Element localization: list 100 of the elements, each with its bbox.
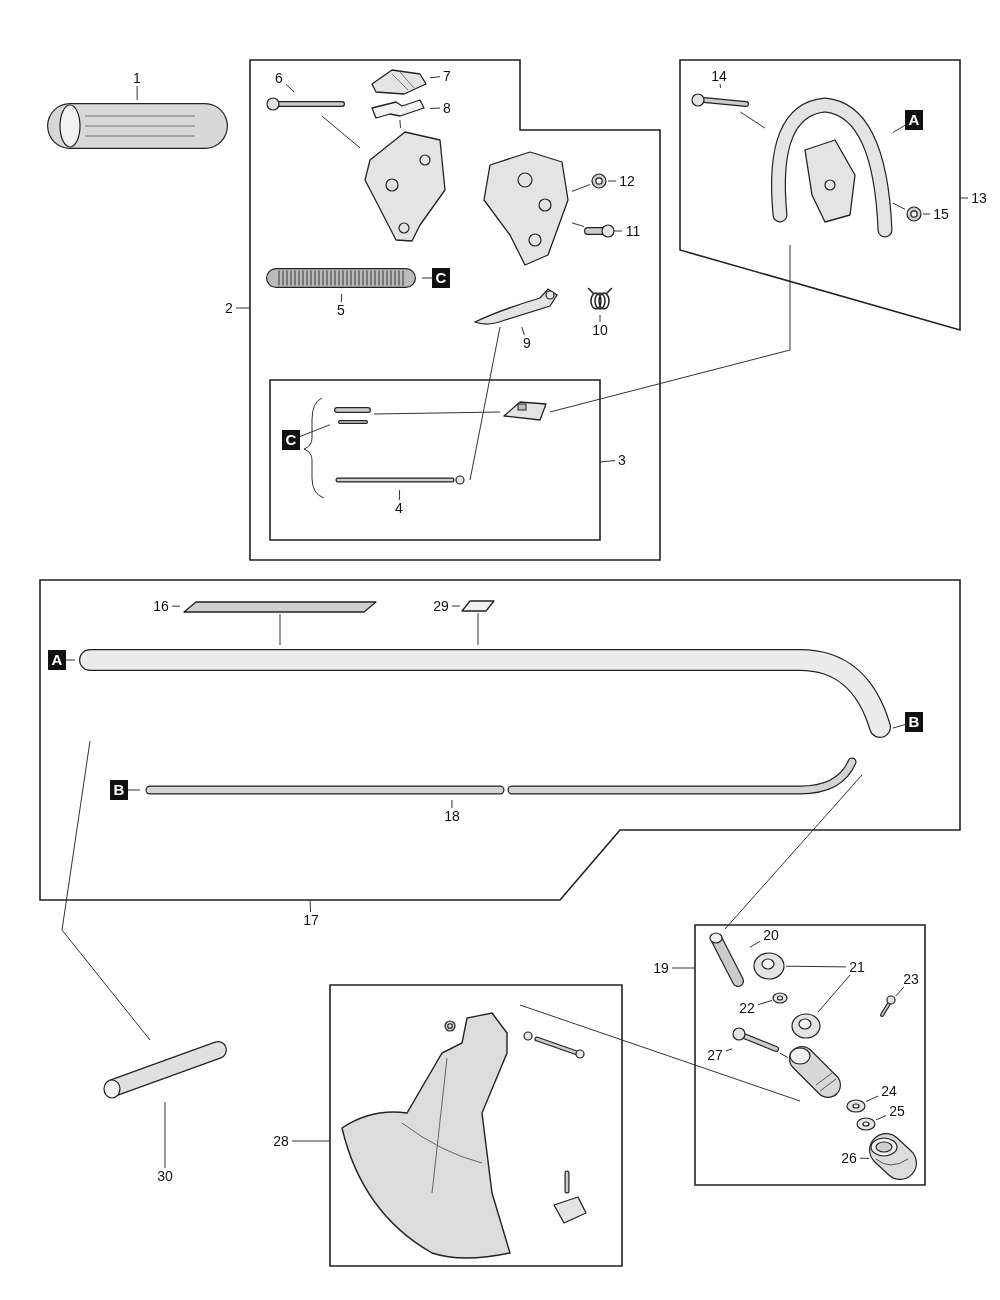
reference-tag: C [432,268,450,288]
assembly-line [321,115,361,149]
assembly-line [399,119,401,129]
callout-number: 17 [300,912,322,928]
callout-number: 22 [736,1000,758,1016]
assembly-line [519,1004,801,1102]
leader-line [607,180,617,182]
callout-number: 18 [441,808,463,824]
leader-line [65,659,76,661]
assembly-line [469,326,501,481]
washer-drawing [846,1099,866,1113]
assembly-line [571,184,591,192]
callout-number: 24 [878,1083,900,1099]
callout-number: 3 [615,452,629,468]
callout-number: 21 [846,959,868,975]
callout-number: 25 [886,1103,908,1119]
assembly-line [779,1052,789,1059]
leader-line [340,293,342,303]
leader-line [922,213,931,215]
reference-tag: B [110,780,128,800]
leader-line [451,605,461,607]
leader-line [892,724,906,729]
leader-line [136,85,138,101]
leader-line [235,307,251,309]
assembly-line [477,612,479,646]
leader-line [785,965,847,968]
leader-line [429,107,441,109]
assembly-line [279,613,281,646]
callout-number: 2 [222,300,236,316]
housing-drawing [480,150,572,268]
leader-line [171,605,181,607]
callout-number: 9 [520,335,534,351]
reference-tag: A [48,650,66,670]
leader-line [725,1048,733,1052]
reference-tag: C [282,430,300,450]
leader-line [875,1115,887,1121]
callout-number: 15 [930,206,952,222]
leader-line [757,999,773,1006]
assembly-line [549,244,791,413]
leader-line [599,460,616,463]
assembly-line [892,202,906,210]
bolt-drawing [732,1026,780,1054]
leader-line [599,314,601,323]
cable-wire [373,411,501,415]
callout-number: 28 [270,1133,292,1149]
leader-line [521,326,525,336]
leader-line [719,83,721,89]
leader-line [865,1095,879,1102]
washer-drawing [856,1117,876,1131]
leader-line [749,940,761,948]
collar-drawing [752,951,786,981]
leader-line [613,230,623,232]
parts-group-frame [695,925,925,1185]
leader-line [451,799,453,809]
washer-drawing [772,992,788,1004]
parts-group-frame [270,380,600,540]
screw-drawing [584,222,614,240]
leader-line [421,277,433,279]
parts-group-frame [40,580,960,900]
callout-number: 20 [760,927,782,943]
leader-line [398,489,401,501]
gear-joint-drawing [788,1045,844,1101]
tube-drawing [100,1040,230,1102]
leader-line [127,789,141,791]
leader-line [291,1140,331,1142]
leader-line [959,197,969,199]
leader-line [429,76,441,79]
nut-drawing [905,205,923,223]
leader-line [309,899,312,913]
callout-number: 12 [616,173,638,189]
callout-number: 10 [589,322,611,338]
callout-number: 6 [272,70,286,86]
leader-line [817,974,851,1013]
assembly-line [571,222,585,227]
assembly-line [739,111,766,129]
nut-drawing [590,172,608,190]
collar-drawing [790,1012,822,1040]
leader-line [299,424,331,437]
leader-line [285,83,295,93]
leader-line [671,967,696,969]
reference-tag: A [905,110,923,130]
parts-group-frame [330,985,622,1266]
callout-number: 16 [150,598,172,614]
leader-line [859,1157,870,1159]
leader-line [164,1101,166,1169]
grip-drawing [45,100,230,152]
callout-number: 11 [622,223,644,239]
leader-line [895,986,905,997]
callout-number: 30 [154,1168,176,1184]
callout-number: 5 [334,302,348,318]
callout-number: 4 [392,500,406,516]
callout-number: 23 [900,971,922,987]
callout-number: 13 [968,190,990,206]
callout-number: 19 [650,960,672,976]
parts-group-frame [250,60,660,560]
parts-group-frame [680,60,960,330]
leader-line [892,124,906,133]
callout-number: 29 [430,598,452,614]
callout-number: 27 [704,1047,726,1063]
callout-number: 8 [440,100,454,116]
